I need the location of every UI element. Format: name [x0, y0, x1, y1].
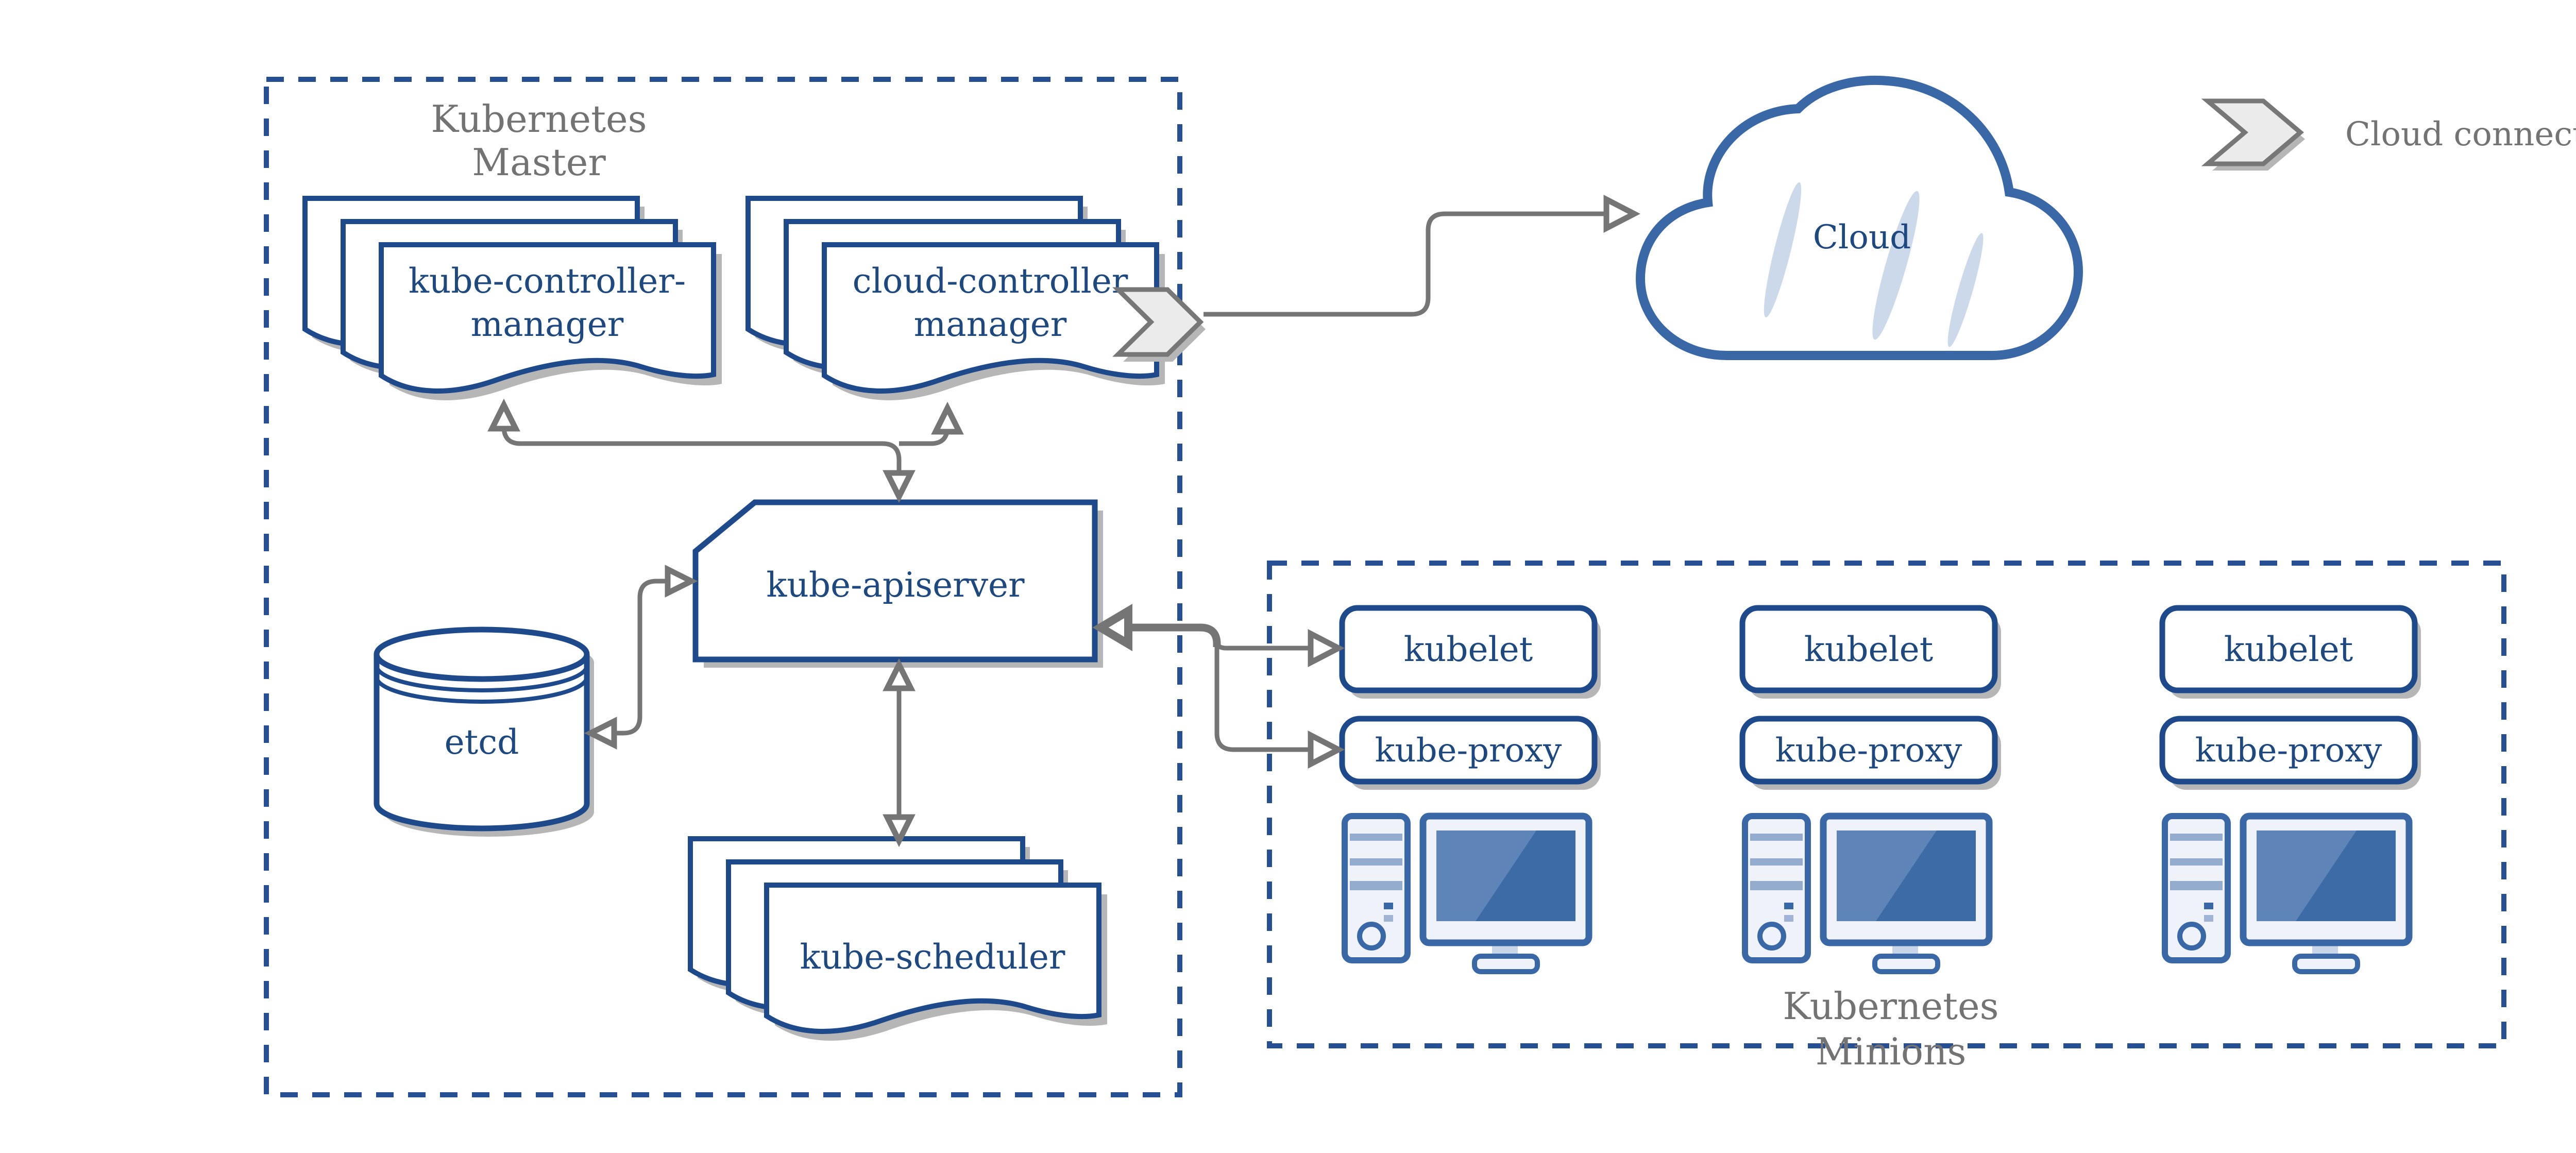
kube-proxy-label: kube-proxy — [1375, 732, 1562, 770]
database-cylinder-icon — [374, 626, 594, 837]
kube-controller-manager-label-line1: kube-controller- — [409, 261, 686, 301]
kubernetes-minions-title: Kubernetes Minions — [1783, 985, 1998, 1073]
kubelet-label: kubelet — [2224, 630, 2353, 669]
kube-scheduler-node: kube-scheduler — [690, 839, 1107, 1041]
legend-cloud-connector-label: Cloud connector — [2345, 115, 2576, 154]
kube-controller-manager-label-line2: manager — [471, 304, 624, 344]
cloud-node: Cloud — [1635, 76, 2083, 360]
cloud-controller-manager-node: cloud-controller manager — [748, 198, 1165, 400]
arrow-minions-to-apiserver — [1092, 603, 1221, 652]
arrow-apiserver-to-kubelet — [1214, 629, 1345, 668]
etcd-node: etcd — [374, 626, 594, 837]
master-title-line1: Kubernetes — [431, 97, 647, 141]
arrow-apiserver-etcd — [584, 565, 698, 750]
kube-proxy-shape — [2159, 716, 2418, 785]
kubernetes-minions-box — [1267, 561, 2506, 1048]
cloud-icon — [1635, 76, 2083, 360]
minion-node-2: kubelet kube-proxy — [1739, 605, 2001, 972]
chevron-connector-icon — [2201, 98, 2305, 171]
cloud-controller-manager-label-line2: manager — [914, 304, 1067, 344]
kube-apiserver-shape — [692, 499, 1098, 663]
minions-title-line2: Minions — [1816, 1030, 1967, 1073]
arrow-apiserver-to-kube-proxy — [1214, 644, 1345, 769]
kubernetes-master-box — [264, 77, 1182, 1097]
computer-icon — [1345, 816, 1589, 972]
arrow-cloud-controller-to-cloud — [1204, 194, 1640, 317]
kube-apiserver-label: kube-apiserver — [766, 565, 1025, 605]
minion-node-1: kubelet kube-proxy — [1339, 605, 1601, 972]
kubelet-label: kubelet — [1404, 630, 1533, 669]
legend: Cloud connector — [2201, 98, 2576, 171]
computer-icon — [2165, 816, 2409, 972]
kubernetes-master-title: Kubernetes Master — [431, 97, 647, 184]
minions-title-line1: Kubernetes — [1783, 985, 1998, 1028]
kubelet-shape — [1739, 605, 1998, 693]
arrow-apiserver-scheduler — [883, 658, 916, 847]
arrow-controllers-to-apiserver — [487, 398, 964, 503]
kube-scheduler-label: kube-scheduler — [800, 937, 1065, 977]
etcd-label: etcd — [445, 722, 519, 762]
cloud-controller-manager-label-line1: cloud-controller — [853, 261, 1128, 301]
cloud-label: Cloud — [1813, 218, 1911, 257]
kube-proxy-label: kube-proxy — [2195, 732, 2382, 770]
kube-proxy-label: kube-proxy — [1775, 732, 1962, 770]
chevron-connector-icon — [1112, 287, 1206, 362]
master-title-line2: Master — [472, 141, 606, 184]
kubelet-label: kubelet — [1804, 630, 1934, 669]
kube-proxy-shape — [1739, 716, 1998, 785]
kube-apiserver-node: kube-apiserver — [692, 499, 1103, 668]
kube-controller-manager-node: kube-controller- manager — [305, 198, 722, 400]
kubelet-shape — [2159, 605, 2418, 693]
minion-node-3: kubelet kube-proxy — [2159, 605, 2421, 972]
computer-icon — [1745, 816, 1989, 972]
